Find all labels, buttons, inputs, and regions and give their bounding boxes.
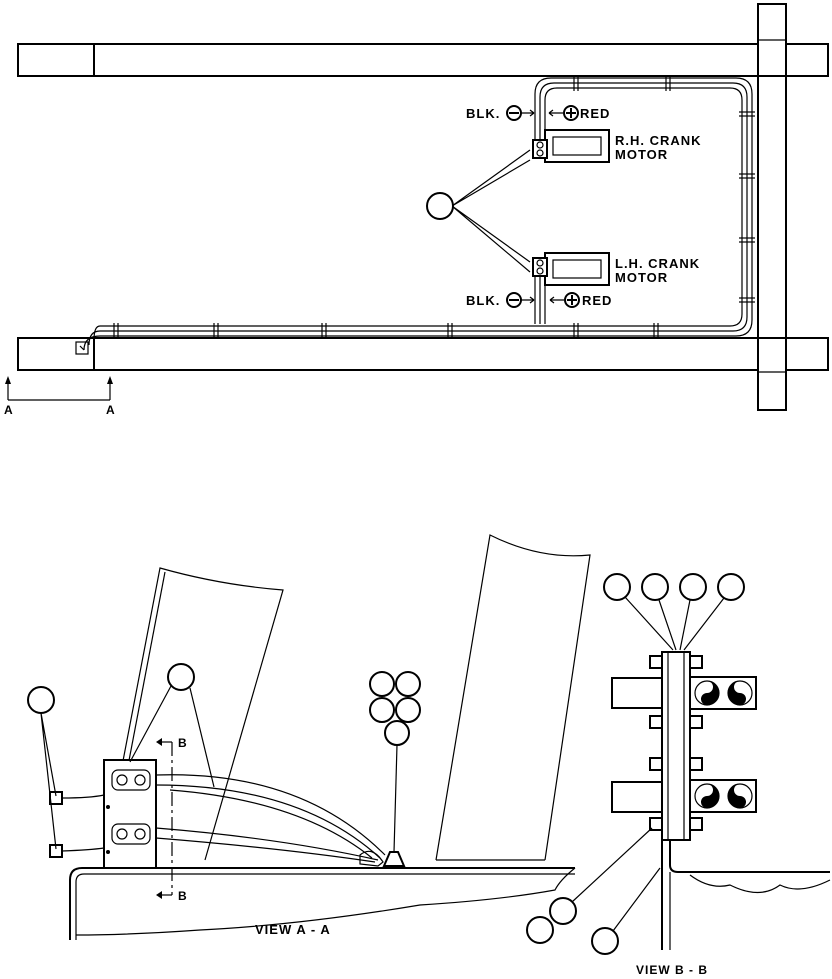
callout-circle-icon	[591, 927, 619, 955]
wire-harness	[75, 75, 755, 355]
terminal-block-icon	[103, 759, 157, 869]
blk-wire-label-bottom: BLK.	[466, 293, 500, 308]
base-plate	[69, 867, 575, 940]
rh-motor-label: R.H. CRANK	[615, 133, 702, 148]
svg-text:B: B	[178, 889, 188, 903]
right-panel	[435, 534, 591, 861]
left-panel	[103, 567, 284, 861]
callout-circle-icon	[426, 192, 454, 220]
callout-circle-icon	[679, 573, 707, 601]
view-bb: VIEW B - B	[526, 573, 831, 977]
callout-circle-icon	[167, 663, 195, 691]
rh-crank-motor	[532, 129, 610, 163]
rh-motor-label-2: MOTOR	[615, 147, 668, 162]
callout-circle-icon	[641, 573, 669, 601]
lh-motor-label: L.H. CRANK	[615, 256, 700, 271]
svg-text:A: A	[106, 403, 116, 417]
callout-circle-icon	[603, 573, 631, 601]
lh-motor-label-2: MOTOR	[615, 270, 668, 285]
callout-circle-icon	[549, 897, 577, 925]
section-bb-marker: B B	[156, 736, 188, 903]
cross-member-web	[757, 75, 787, 339]
red-wire-label-top: RED	[580, 106, 610, 121]
red-wire-label-bottom: RED	[582, 293, 612, 308]
callout-circle-icon	[717, 573, 745, 601]
terminal-block-icon	[689, 676, 757, 710]
upper-rail-end-block	[17, 43, 95, 77]
blk-wire-label-top: BLK.	[466, 106, 500, 121]
view-aa: B B VIEW A - A	[27, 534, 591, 940]
post	[661, 651, 691, 841]
view-bb-caption: VIEW B - B	[636, 963, 708, 977]
upper-frame-rail	[17, 43, 829, 77]
lower-frame-rail	[17, 337, 829, 371]
callout-leader	[451, 205, 531, 273]
view-aa-caption: VIEW A - A	[255, 922, 331, 937]
lh-crank-motor	[532, 252, 610, 286]
callout-leader	[451, 149, 531, 207]
svg-text:A: A	[4, 403, 14, 417]
plan-view: BLK. RED R.H. CRANK MOTOR L.H. CRANK MOT…	[4, 3, 829, 417]
section-aa-marker: A A	[4, 376, 116, 417]
terminal-block-icon	[689, 779, 757, 813]
callout-circle-icon	[526, 916, 554, 944]
callout-cluster	[369, 671, 421, 746]
callout-circle-icon	[27, 686, 55, 714]
svg-text:B: B	[178, 736, 188, 750]
